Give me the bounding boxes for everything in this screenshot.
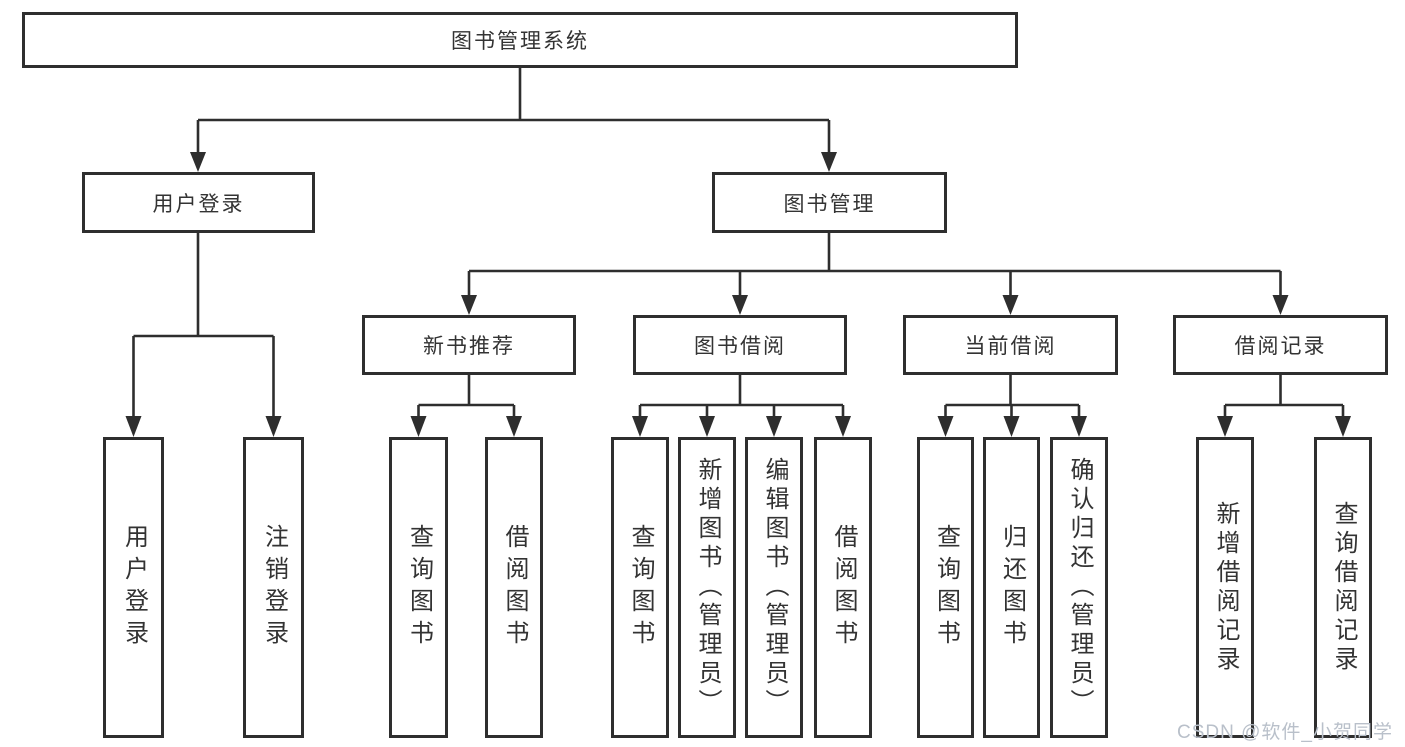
- node-user-login: 用户登录: [82, 172, 315, 233]
- node-borrow-records-label: 借阅记录: [1234, 335, 1327, 358]
- leaf-borrow-books-1: 借阅图书: [485, 437, 543, 738]
- leaf-query-borrow-record: 查询借阅记录: [1314, 437, 1372, 738]
- leaf-confirm-return-admin-label: 确认归还（管理员）: [1066, 457, 1093, 718]
- leaf-query-books-3-label: 查询图书: [932, 523, 960, 652]
- node-root: 图书管理系统: [22, 12, 1018, 68]
- leaf-add-borrow-record-label: 新增借阅记录: [1212, 500, 1239, 675]
- node-current-borrow: 当前借阅: [903, 315, 1118, 375]
- node-new-book-recommend: 新书推荐: [362, 315, 576, 375]
- leaf-borrow-books-2: 借阅图书: [814, 437, 872, 738]
- csdn-watermark: CSDN @软件_小贺同学: [1177, 722, 1393, 743]
- leaf-borrow-books-1-label: 借阅图书: [501, 523, 528, 652]
- leaf-add-books-admin: 新增图书（管理员）: [678, 437, 736, 738]
- node-user-login-label: 用户登录: [152, 192, 245, 216]
- leaf-logout-label: 注销登录: [260, 523, 288, 652]
- leaf-return-books: 归还图书: [983, 437, 1040, 738]
- leaf-query-books-2-label: 查询图书: [627, 523, 654, 652]
- node-book-management-label: 图书管理: [783, 192, 876, 216]
- leaf-query-books-3: 查询图书: [917, 437, 974, 738]
- leaf-return-books-label: 归还图书: [998, 523, 1026, 652]
- leaf-user-login: 用户登录: [103, 437, 164, 738]
- node-borrow-records: 借阅记录: [1173, 315, 1388, 375]
- leaf-logout: 注销登录: [243, 437, 304, 738]
- leaf-add-books-admin-label: 新增图书（管理员）: [694, 457, 721, 718]
- node-book-borrow: 图书借阅: [633, 315, 847, 375]
- leaf-add-borrow-record: 新增借阅记录: [1196, 437, 1254, 738]
- leaf-query-borrow-record-label: 查询借阅记录: [1330, 500, 1357, 675]
- node-current-borrow-label: 当前借阅: [964, 335, 1057, 358]
- leaf-borrow-books-2-label: 借阅图书: [830, 523, 857, 652]
- leaf-query-books-2: 查询图书: [611, 437, 669, 738]
- node-book-management: 图书管理: [712, 172, 947, 233]
- node-new-book-recommend-label: 新书推荐: [423, 335, 515, 358]
- leaf-user-login-label: 用户登录: [120, 523, 148, 652]
- leaf-query-books-1-label: 查询图书: [405, 523, 433, 652]
- node-root-label: 图书管理系统: [451, 30, 589, 53]
- leaf-edit-books-admin-label: 编辑图书（管理员）: [761, 457, 788, 718]
- leaf-query-books-1: 查询图书: [389, 437, 448, 738]
- leaf-confirm-return-admin: 确认归还（管理员）: [1050, 437, 1108, 738]
- leaf-edit-books-admin: 编辑图书（管理员）: [745, 437, 803, 738]
- node-book-borrow-label: 图书借阅: [694, 335, 786, 358]
